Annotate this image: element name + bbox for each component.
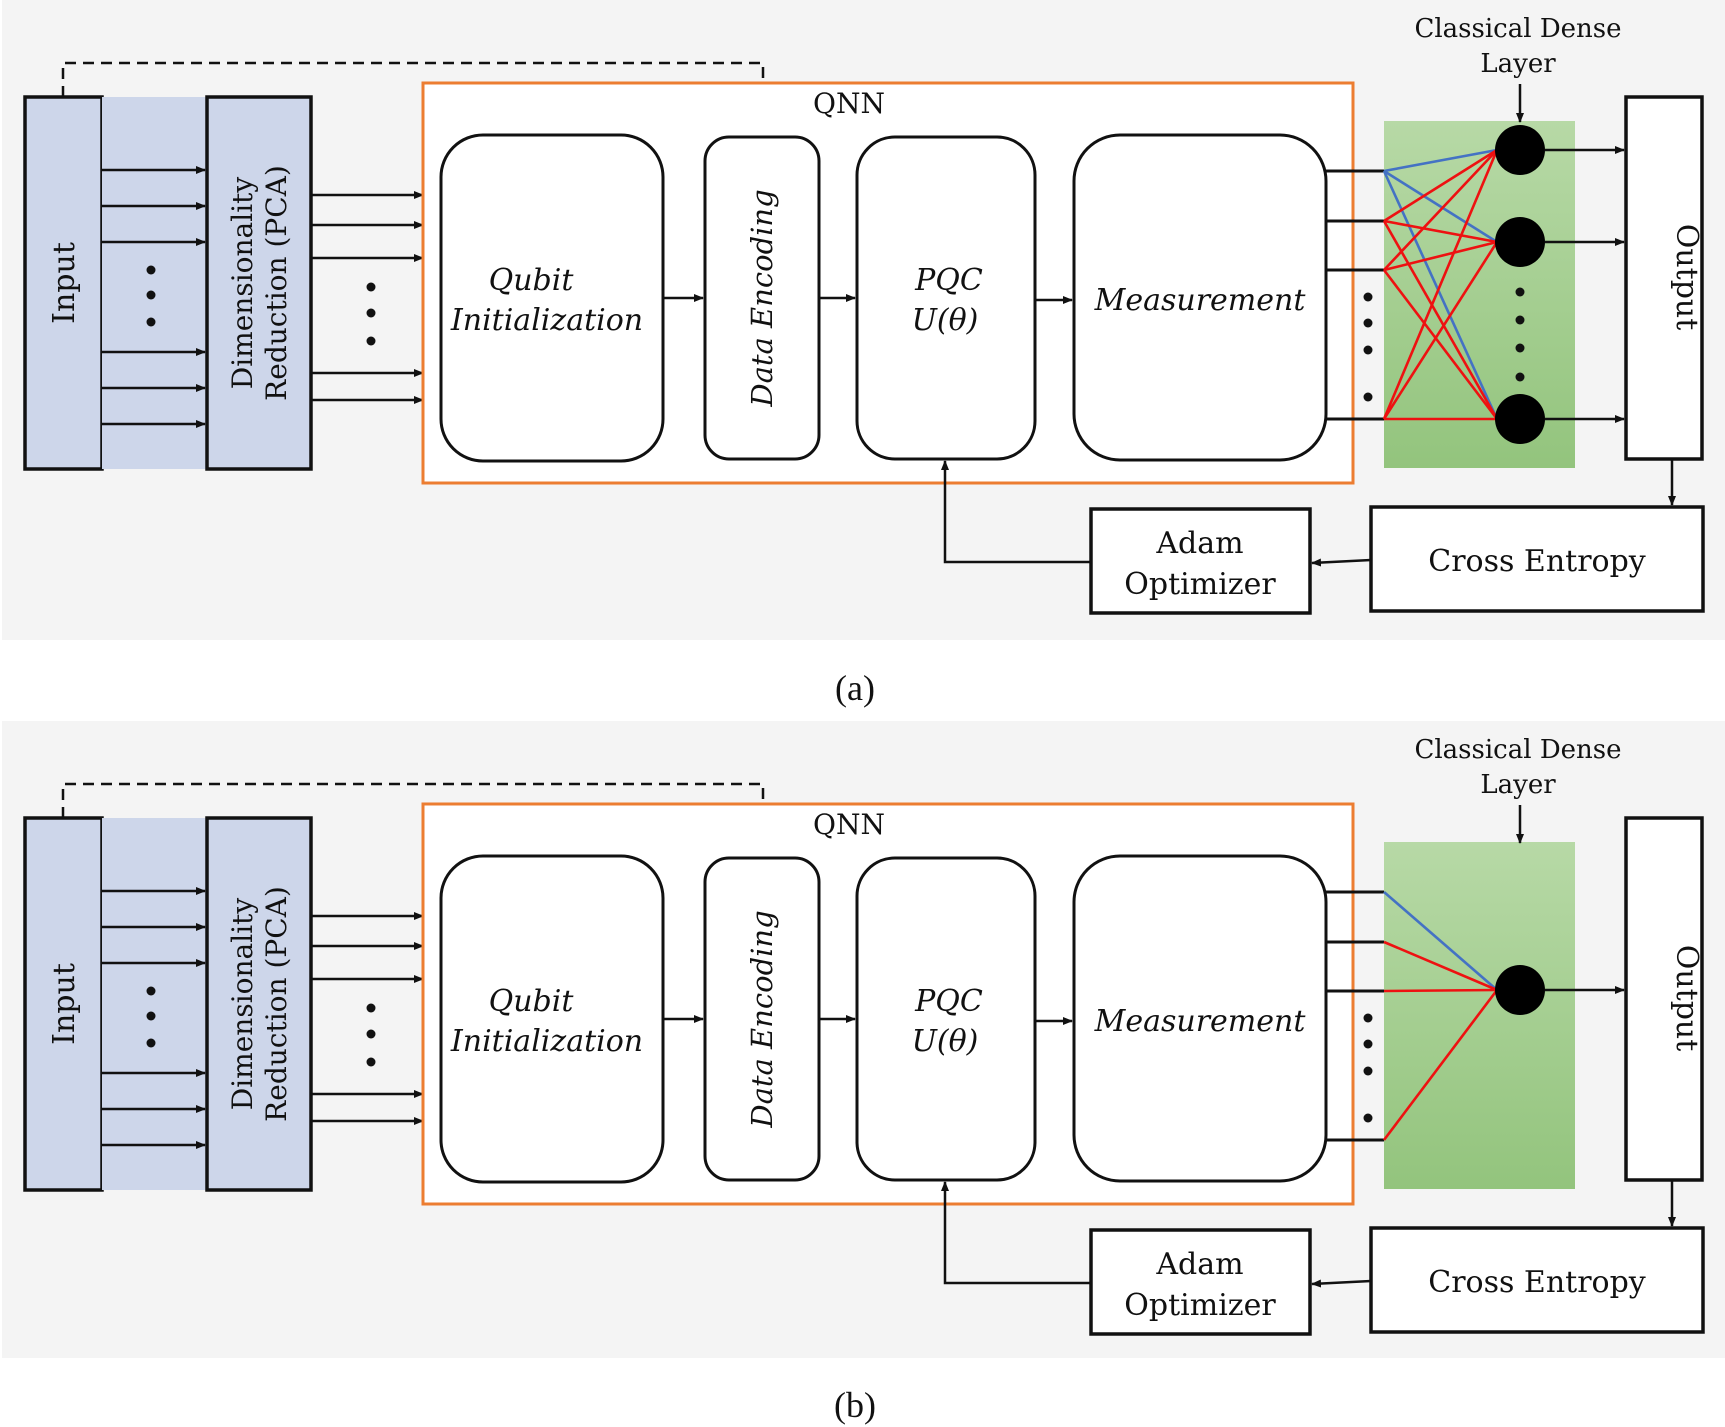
dense-edge <box>1383 169 1498 244</box>
input-block <box>23 95 104 471</box>
dense-label-line1: Classical Dense <box>1414 735 1621 765</box>
dense-neuron <box>1495 125 1545 175</box>
pca-to-qnn-arrows <box>311 191 424 404</box>
adam-label-line1: Adam <box>1155 1247 1243 1282</box>
encoding-label: Data Encoding <box>745 910 779 1128</box>
dashed-skip-connection <box>61 61 767 138</box>
input-label: Input <box>47 963 82 1045</box>
pqc-label-line2: U(θ) <box>912 303 979 338</box>
dense-edge <box>1382 170 1499 420</box>
dense-neuron <box>1495 394 1545 444</box>
panel-b: Input Dimensionality Reduction (PCA) <box>2 721 1725 1425</box>
dense-edge <box>1383 891 1498 991</box>
adam-label-line1: Adam <box>1155 526 1243 561</box>
qubit-label-line2: Initialization <box>450 303 643 338</box>
dense-neurons <box>1495 125 1625 444</box>
dashed-skip-connection <box>61 782 767 859</box>
pqc-label-line1: PQC <box>914 984 983 1019</box>
neuron-ellipsis-dot <box>1515 287 1525 297</box>
dense-edge <box>1382 241 1499 420</box>
qnn-label: QNN <box>813 87 885 120</box>
dense-neurons <box>1495 965 1625 1015</box>
measurement-block <box>1072 133 1328 462</box>
qubit-initialization-block <box>439 854 665 1184</box>
pca-label-line1: Dimensionality <box>226 177 259 390</box>
pca-ellipsis-dots <box>366 1003 376 1067</box>
output-block <box>1624 95 1704 461</box>
dense-edge <box>1382 220 1499 420</box>
dense-edge <box>1383 149 1498 271</box>
pca-ellipsis-dots <box>366 282 376 346</box>
output-label: Output <box>1669 945 1704 1052</box>
pqc-block <box>855 135 1037 461</box>
qubit-label-line1: Qubit <box>489 984 575 1019</box>
qubit-initialization-block <box>439 133 665 463</box>
dense-layer-region <box>1384 842 1575 1189</box>
panel-caption: (a) <box>835 668 875 708</box>
dense-edge <box>1383 148 1498 223</box>
pqc-label-line2: U(θ) <box>912 1024 979 1059</box>
dense-edge <box>1383 988 1498 993</box>
pca-label-line2: Reduction (PCA) <box>260 165 293 401</box>
adam-label-line2: Optimizer <box>1124 567 1276 602</box>
training-loop-arrows <box>941 459 1676 567</box>
neuron-ellipsis-dot <box>1515 343 1525 353</box>
input-to-pca-arrows <box>102 166 206 428</box>
qnn-pipeline-arrows <box>663 294 1073 304</box>
cross-entropy-block <box>1369 505 1705 613</box>
pca-block <box>205 816 313 1192</box>
pqc-label-line1: PQC <box>914 263 983 298</box>
pca-label-line1: Dimensionality <box>226 898 259 1111</box>
dense-edge <box>1383 240 1498 272</box>
pqc-block <box>855 856 1037 1182</box>
cross-entropy-label: Cross Entropy <box>1428 544 1646 579</box>
dense-edge <box>1383 148 1498 173</box>
dense-edge <box>1383 219 1498 244</box>
encoding-label: Data Encoding <box>745 189 779 407</box>
dense-edge <box>1383 940 1498 992</box>
measurement-ellipsis-dots <box>1363 1013 1373 1123</box>
training-loop-arrows <box>941 1180 1676 1288</box>
input-label: Input <box>47 242 82 324</box>
dense-edge <box>1382 989 1499 1141</box>
measurement-block <box>1072 854 1328 1183</box>
qnn-label: QNN <box>813 808 885 841</box>
measurement-label: Measurement <box>1094 1004 1307 1039</box>
dense-layer-region <box>1384 121 1575 468</box>
input-ellipsis-dots <box>146 265 156 327</box>
dense-neuron <box>1495 217 1545 267</box>
dense-connection-edges <box>1382 148 1499 421</box>
dense-edge <box>1382 149 1499 420</box>
measurement-output-wires <box>1326 890 1384 1142</box>
cross-entropy-label: Cross Entropy <box>1428 1265 1646 1300</box>
measurement-ellipsis-dots <box>1363 292 1373 402</box>
cross-entropy-block <box>1369 1226 1705 1334</box>
pca-block <box>205 95 313 471</box>
adam-label-line2: Optimizer <box>1124 1288 1276 1323</box>
pca-label-line2: Reduction (PCA) <box>260 886 293 1122</box>
qubit-label-line1: Qubit <box>489 263 575 298</box>
neuron-ellipsis-dot <box>1515 372 1525 382</box>
dense-edge <box>1382 269 1499 420</box>
panel-a: Input Dimensionality Reduction (PCA) <box>2 0 1725 708</box>
neuron-ellipsis-dot <box>1515 315 1525 325</box>
qubit-label-line2: Initialization <box>450 1024 643 1059</box>
dense-neuron <box>1495 965 1545 1015</box>
measurement-output-wires <box>1326 169 1384 421</box>
input-connector-band <box>102 97 207 469</box>
dense-connection-edges <box>1382 891 1499 1141</box>
dense-label-line1: Classical Dense <box>1414 14 1621 44</box>
input-ellipsis-dots <box>146 986 156 1048</box>
qnn-pipeline-arrows <box>663 1015 1073 1025</box>
measurement-label: Measurement <box>1094 283 1307 318</box>
dense-label-line2: Layer <box>1480 770 1556 800</box>
output-block <box>1624 816 1704 1182</box>
input-connector-band <box>102 818 207 1190</box>
pca-to-qnn-arrows <box>311 912 424 1125</box>
panel-caption: (b) <box>834 1385 876 1425</box>
output-label: Output <box>1669 224 1704 331</box>
dense-label-line2: Layer <box>1480 49 1556 79</box>
input-to-pca-arrows <box>102 887 206 1149</box>
